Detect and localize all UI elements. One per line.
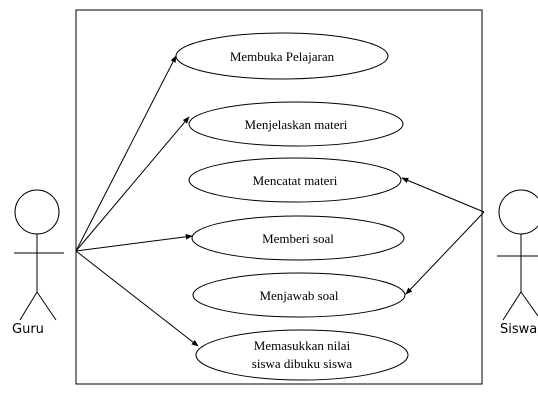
actor-siswa-leg-left	[502, 291, 522, 321]
use-case-label-line-1: Memasukkan nilai	[254, 338, 351, 353]
actor-siswa: Siswa	[497, 189, 538, 337]
association-guru-menjelaskan-materi	[75, 116, 190, 252]
association-guru-memasukkan-nilai	[75, 250, 199, 347]
actor-siswa-head	[498, 189, 538, 235]
use-case-label: Menjawab soal	[259, 288, 338, 303]
use-case-ellipse	[192, 272, 406, 318]
actor-guru-leg-left	[19, 291, 38, 321]
use-case-ellipse	[195, 329, 409, 381]
actor-siswa-leg-right	[520, 291, 538, 317]
use-case-ellipse	[188, 101, 404, 147]
actor-guru-leg-right	[36, 291, 57, 321]
use-case-label: Membuka Pelajaran	[230, 49, 335, 64]
association-siswa-mencatat-materi	[401, 177, 485, 213]
association-siswa-menjawab-soal	[405, 211, 485, 295]
actor-siswa-label: Siswa	[500, 322, 537, 337]
use-case-ellipse	[188, 157, 402, 203]
use-case-memberi-soal: Memberi soal	[191, 215, 405, 261]
actor-guru: Guru	[12, 189, 64, 337]
use-case-label: Menjelaskan materi	[245, 117, 348, 132]
use-case-membuka-pelajaran: Membuka Pelajaran	[175, 32, 389, 80]
use-case-menjelaskan-materi: Menjelaskan materi	[188, 101, 404, 147]
association-guru-membuka-pelajaran	[75, 55, 177, 252]
use-case-label: Mencatat materi	[253, 173, 338, 188]
use-case-memasukkan-nilai: Memasukkan nilai siswa dibuku siswa	[195, 329, 409, 381]
use-case-label: Memberi soal	[262, 231, 334, 246]
use-case-mencatat-materi: Mencatat materi	[188, 157, 402, 203]
actor-guru-label: Guru	[12, 322, 44, 337]
system-boundary	[75, 9, 483, 385]
use-case-label-line-2: siswa dibuku siswa	[252, 356, 353, 371]
association-guru-memberi-soal	[75, 234, 193, 252]
actor-guru-head	[14, 189, 60, 235]
use-case-menjawab-soal: Menjawab soal	[192, 272, 406, 318]
